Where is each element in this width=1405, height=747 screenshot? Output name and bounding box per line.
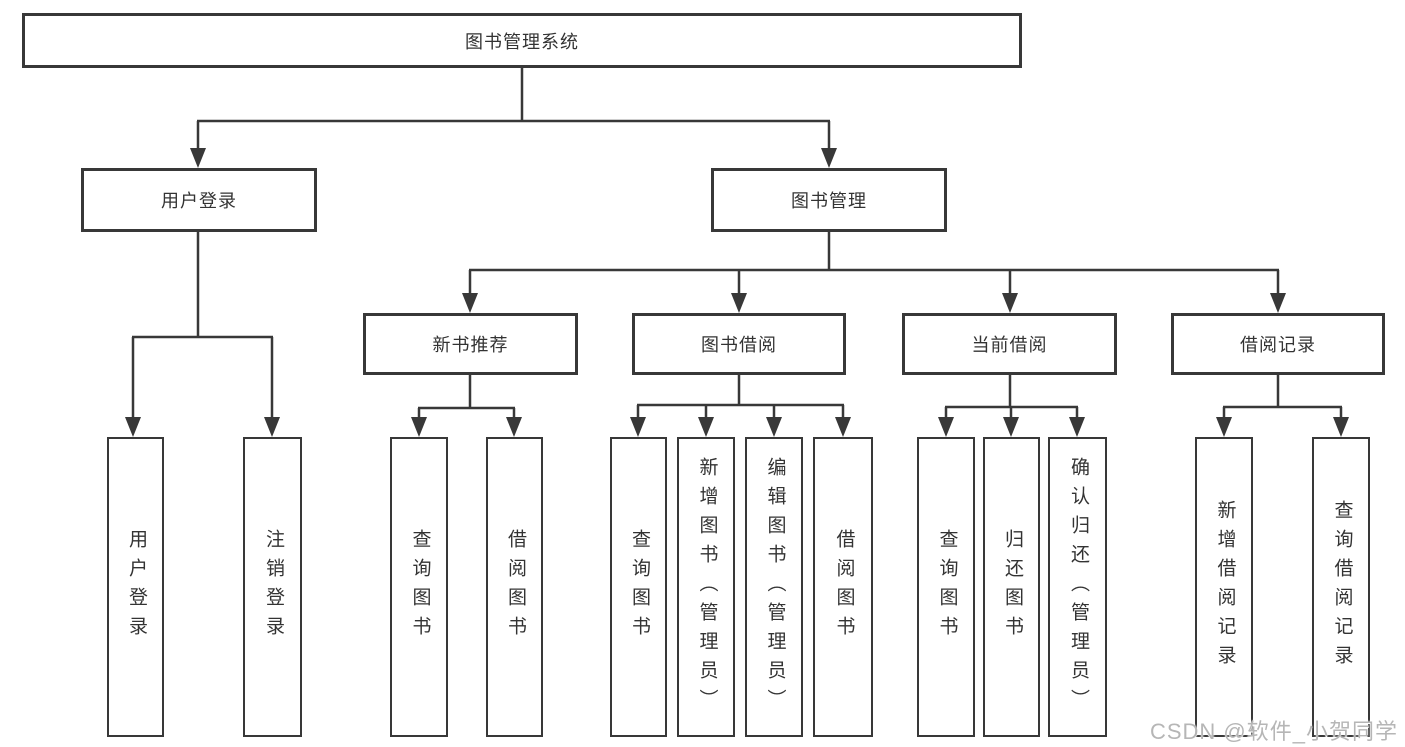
node-ul-login-label: 用户登录	[125, 529, 147, 645]
node-br-query: 查询借阅记录	[1312, 437, 1370, 737]
node-ul-logout: 注销登录	[243, 437, 302, 737]
node-bb-query-label: 查询图书	[628, 529, 650, 645]
node-ul-logout-label: 注销登录	[262, 529, 284, 645]
node-cb-return-label: 归还图书	[1001, 529, 1023, 645]
node-user-login: 用户登录	[81, 168, 317, 232]
node-book-mgmt: 图书管理	[711, 168, 947, 232]
node-book-borrow: 图书借阅	[632, 313, 846, 375]
node-ul-login: 用户登录	[107, 437, 164, 737]
node-cb-confirm: 确认归还（管理员）	[1048, 437, 1107, 737]
node-bb-query: 查询图书	[610, 437, 667, 737]
node-bb-edit: 编辑图书（管理员）	[745, 437, 803, 737]
node-borrow-records-label: 借阅记录	[1240, 335, 1316, 355]
node-nb-borrow: 借阅图书	[486, 437, 543, 737]
node-new-books: 新书推荐	[363, 313, 578, 375]
node-cb-return: 归还图书	[983, 437, 1040, 737]
node-user-login-label: 用户登录	[161, 191, 237, 211]
connector-line-path	[131, 68, 1343, 423]
node-br-add-label: 新增借阅记录	[1214, 500, 1236, 674]
watermark: CSDN @软件_小贺同学	[1149, 719, 1398, 744]
node-current-borrow-label: 当前借阅	[971, 335, 1048, 355]
node-bb-add-label: 新增图书（管理员）	[696, 456, 718, 718]
node-borrow-records: 借阅记录	[1171, 313, 1385, 375]
node-nb-borrow-label: 借阅图书	[504, 529, 526, 645]
node-cb-query: 查询图书	[917, 437, 975, 737]
node-nb-query: 查询图书	[390, 437, 448, 737]
node-root-label: 图书管理系统	[465, 31, 579, 52]
node-bb-borrow-label: 借阅图书	[833, 529, 855, 645]
node-bb-add: 新增图书（管理员）	[677, 437, 735, 737]
node-book-mgmt-label: 图书管理	[791, 191, 867, 211]
node-current-borrow: 当前借阅	[902, 313, 1117, 375]
node-new-books-label: 新书推荐	[432, 335, 509, 355]
node-bb-edit-label: 编辑图书（管理员）	[764, 456, 786, 718]
node-root: 图书管理系统	[22, 13, 1022, 68]
node-bb-borrow: 借阅图书	[813, 437, 873, 737]
node-cb-query-label: 查询图书	[936, 529, 958, 645]
node-br-query-label: 查询借阅记录	[1331, 500, 1353, 674]
node-nb-query-label: 查询图书	[409, 529, 431, 645]
node-book-borrow-label: 图书借阅	[701, 335, 777, 355]
node-br-add: 新增借阅记录	[1195, 437, 1253, 737]
node-cb-confirm-label: 确认归还（管理员）	[1067, 456, 1089, 718]
